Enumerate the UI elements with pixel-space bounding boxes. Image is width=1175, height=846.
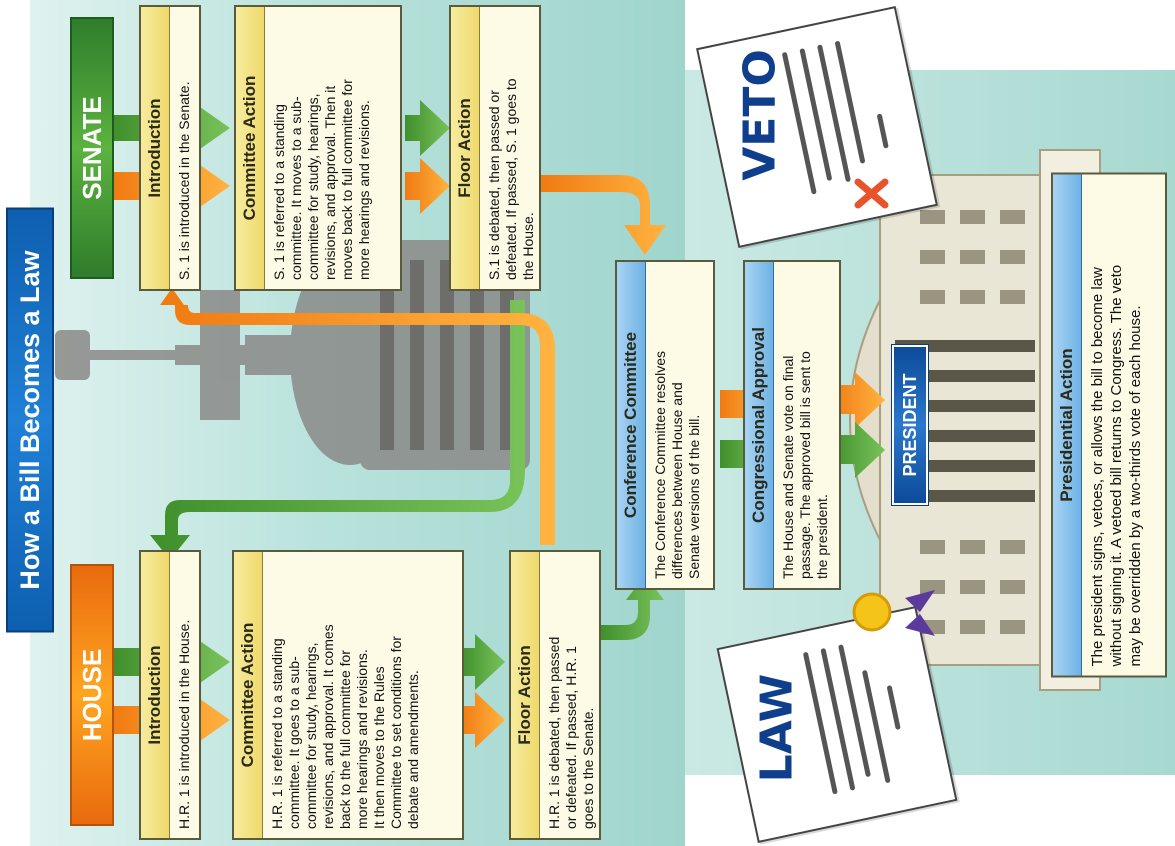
veto-x-mark (854, 178, 889, 209)
law-seal-icon (852, 590, 935, 636)
law-title: LAW (751, 673, 803, 783)
